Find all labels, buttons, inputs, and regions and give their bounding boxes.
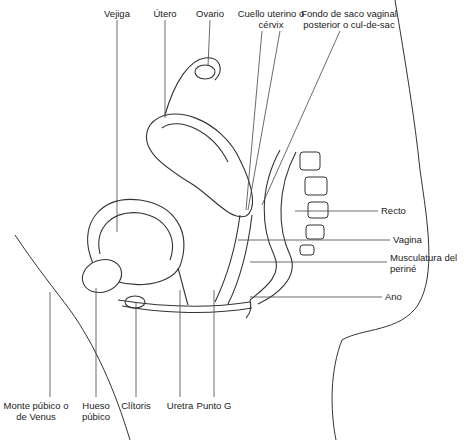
part-label: Clítoris (114, 400, 158, 411)
uterus-cavity (162, 124, 228, 162)
part-label: Ano (385, 291, 435, 302)
part-label: Punto G (192, 400, 236, 411)
leader-line (214, 290, 215, 397)
part-label: Musculatura del periné (390, 252, 465, 274)
part-label: Ovario (188, 8, 232, 19)
leader-line (238, 240, 390, 241)
vagina-wall (215, 215, 240, 302)
leader-line (262, 31, 340, 205)
leader-line (250, 297, 382, 298)
part-label: Hueso púbico (74, 400, 118, 422)
part-label: Recto (381, 205, 441, 216)
ovary (195, 65, 215, 79)
body-outline (15, 0, 429, 440)
vertebra (305, 177, 327, 195)
part-label: Útero (148, 8, 182, 19)
vertebra (300, 245, 314, 255)
bladder-wall (99, 213, 173, 260)
leader-line (246, 31, 262, 210)
leader-line (117, 20, 118, 232)
fallopian-tube (165, 58, 220, 115)
back-outline (332, 0, 429, 440)
part-label: Fondo de saco vaginal posterior o cul-de… (290, 8, 408, 30)
vertebra (306, 225, 324, 239)
perineum-muscle (118, 300, 250, 306)
pubic-bone (78, 254, 127, 298)
leader-line (250, 262, 387, 263)
vagina-wall (228, 215, 252, 304)
vertebra (300, 152, 320, 170)
leader-line (165, 20, 166, 118)
part-label: Cuello uterino o cérvix (230, 8, 312, 30)
leader-line (136, 302, 137, 397)
leader-line (208, 20, 210, 66)
leader-line (180, 290, 181, 397)
anus (246, 300, 251, 318)
part-label: Monte púbico o de Venus (2, 400, 70, 422)
clitoris (125, 296, 145, 308)
vertebra (308, 202, 328, 218)
part-label: Uretra (158, 400, 202, 411)
urethra (178, 268, 188, 305)
uterus (146, 114, 252, 217)
leader-lines (50, 20, 390, 397)
sacrum (300, 152, 328, 255)
part-label: Vagina (393, 234, 453, 245)
leader-line (50, 292, 51, 397)
leader-line (96, 288, 97, 397)
part-label: Vejiga (95, 8, 139, 19)
rectum (258, 152, 296, 304)
leader-line (248, 31, 280, 210)
leader-line (295, 211, 378, 212)
organs (78, 58, 296, 318)
